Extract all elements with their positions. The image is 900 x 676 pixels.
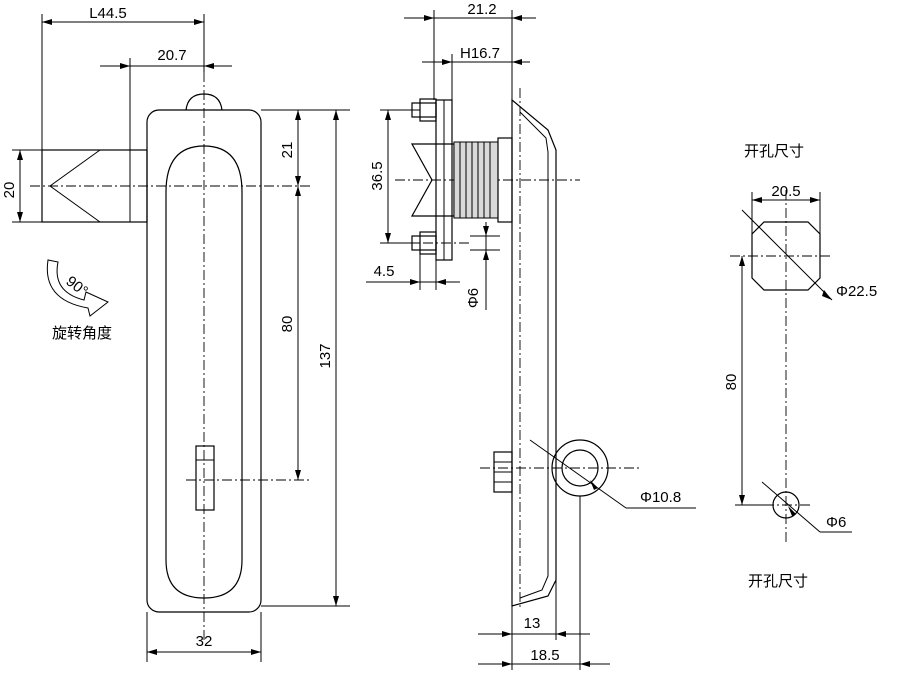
cutout-dim-spacing: 80 — [723, 374, 740, 391]
dim-overall-label: 18.5 — [530, 647, 559, 664]
cutout-dim-diameter: Φ22.5 — [836, 283, 877, 300]
cutout-dim-width: 20.5 — [771, 183, 800, 200]
cutout-title-top: 开孔尺寸 — [744, 143, 804, 160]
dim-length-label: L44.5 — [89, 5, 127, 22]
dim-base-label: 13 — [524, 615, 541, 632]
rotation-label: 旋转角度 — [52, 325, 112, 342]
cam-latch — [410, 143, 455, 217]
key-slot — [195, 445, 215, 511]
handle-inner-slot — [165, 145, 243, 599]
dim-width-label: 32 — [196, 633, 213, 650]
dim-total-length-label: 137 — [317, 343, 334, 368]
handle-profile — [511, 98, 557, 607]
dim-cam-label: 36.5 — [369, 161, 386, 190]
dim-pin-label: Φ6 — [465, 288, 482, 308]
cutout-view: 开孔尺寸 20.5 Φ22.5 80 Φ6 开孔尺寸 — [723, 143, 877, 590]
dim-depth-label: 21.2 — [467, 1, 496, 18]
dim-hole-spacing-label: 80 — [279, 316, 296, 333]
cutout-dim-small-hole: Φ6 — [826, 514, 846, 531]
side-view: 21.2 H16.7 36.5 4.5 Φ6 Φ10.8 — [366, 1, 696, 670]
dim-handle-height-label: 20 — [1, 182, 18, 199]
threaded-body — [453, 141, 499, 219]
dim-height-label: H16.7 — [460, 45, 500, 62]
dim-knob-label: Φ10.8 — [640, 489, 681, 506]
cutout-main-hole — [751, 221, 821, 291]
dim-stud-label: 4.5 — [374, 263, 395, 280]
dim-lever-label: 20.7 — [157, 47, 186, 64]
cutout-title-bottom: 开孔尺寸 — [748, 573, 808, 590]
lock-cylinder-inner — [561, 449, 599, 487]
front-view: L44.5 20.7 20 21 80 137 — [1, 5, 350, 662]
rotation-arrow-icon — [46, 259, 109, 317]
dim-top-offset-label: 21 — [279, 142, 296, 159]
